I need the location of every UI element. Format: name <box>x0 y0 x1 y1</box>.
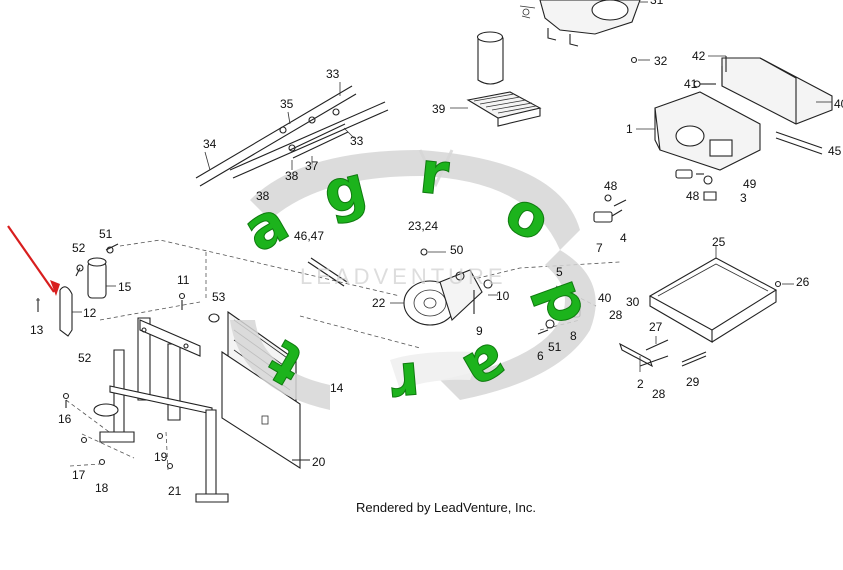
callout-3: 3 <box>740 191 747 205</box>
callout-17: 17 <box>72 468 86 482</box>
svg-text:p: p <box>527 270 605 332</box>
valve-7 <box>593 194 627 223</box>
callout-40: 40 <box>834 97 843 111</box>
callout-34: 34 <box>203 137 217 151</box>
callout-45: 45 <box>828 144 842 158</box>
callout-49: 49 <box>743 177 757 191</box>
callout-2: 2 <box>637 377 644 391</box>
callout-38-left: 38 <box>256 189 270 203</box>
tray-25 <box>648 246 778 343</box>
screw-32 <box>630 56 650 64</box>
bolt-26 <box>774 280 794 288</box>
callout-41: 41 <box>684 77 698 91</box>
hose-45 <box>775 131 823 155</box>
screw-42 <box>708 55 727 72</box>
callout-38-top: 38 <box>285 169 299 183</box>
callout-22: 22 <box>372 296 386 310</box>
callout-37: 37 <box>305 159 319 173</box>
callout-40-mid: 40 <box>598 291 612 305</box>
fittings-48-49 <box>675 169 717 201</box>
callout-28-mid: 28 <box>609 308 623 322</box>
callout-35: 35 <box>280 97 294 111</box>
callout-5: 5 <box>556 265 563 279</box>
callout-30: 30 <box>626 295 640 309</box>
callout-16: 16 <box>58 412 72 426</box>
svg-text:r: r <box>417 138 453 209</box>
callout-10: 10 <box>496 289 510 303</box>
svg-text:g: g <box>316 152 373 228</box>
callout-33-mid: 33 <box>350 134 364 148</box>
callout-48-right: 48 <box>686 189 700 203</box>
cover-panel-40 <box>721 57 833 125</box>
callout-19: 19 <box>154 450 168 464</box>
callout-15: 15 <box>118 280 132 294</box>
blower-housing-31 <box>519 0 648 47</box>
hose-assembly-12 <box>59 286 82 337</box>
callout-1: 1 <box>626 122 633 136</box>
callout-14: 14 <box>330 381 344 395</box>
callout-52-bottom: 52 <box>78 351 92 365</box>
callout-11: 11 <box>177 273 190 287</box>
callout-6: 6 <box>537 349 544 363</box>
callout-4: 4 <box>620 231 627 245</box>
callout-39: 39 <box>432 102 446 116</box>
receiver-drier-15 <box>75 243 119 299</box>
callout-32: 32 <box>654 54 668 68</box>
callout-7: 7 <box>596 241 603 255</box>
callout-28-bottom: 28 <box>652 387 666 401</box>
callout-23-24: 23,24 <box>408 219 438 233</box>
bolt-41 <box>693 80 716 88</box>
callout-29: 29 <box>686 375 700 389</box>
ac-lines-33 <box>195 82 389 187</box>
callout-33-top: 33 <box>326 67 340 81</box>
callout-48-top: 48 <box>604 179 618 193</box>
small-fasteners <box>62 292 186 470</box>
svg-text:r: r <box>388 348 423 418</box>
callout-25: 25 <box>712 235 726 249</box>
fittings-27-29 <box>619 336 707 372</box>
evaporator-housing-1 <box>636 91 761 171</box>
callout-21: 21 <box>168 484 182 498</box>
callout-labels: 31 32 42 41 40 1 45 39 33 35 33 34 37 38… <box>30 0 843 498</box>
callout-53: 53 <box>212 290 226 304</box>
indicator-arrow <box>7 225 60 296</box>
compressor-22 <box>390 269 498 326</box>
render-credit: Rendered by LeadVenture, Inc. <box>356 500 536 515</box>
callout-13: 13 <box>30 323 44 337</box>
callout-42: 42 <box>692 49 706 63</box>
bolt-46-47 <box>307 257 348 287</box>
callout-27: 27 <box>649 320 663 334</box>
filter-element-39 <box>450 31 542 127</box>
bolt-50 <box>420 248 446 256</box>
callout-46-47: 46,47 <box>294 229 324 243</box>
callout-26: 26 <box>796 275 810 289</box>
callout-50: 50 <box>450 243 464 257</box>
leadventure-watermark: LEADVENTURE <box>300 149 507 289</box>
callout-9: 9 <box>476 324 483 338</box>
callout-51-left: 51 <box>99 227 113 241</box>
svg-text:LEADVENTURE: LEADVENTURE <box>300 264 507 289</box>
callout-20: 20 <box>312 455 326 469</box>
callout-31: 31 <box>650 0 664 7</box>
mounting-stand-52 <box>93 317 229 503</box>
callout-51-mid: 51 <box>548 340 562 354</box>
callout-8: 8 <box>570 329 577 343</box>
callout-12: 12 <box>83 306 97 320</box>
callout-18: 18 <box>95 481 109 495</box>
screw-13 <box>36 298 40 312</box>
callout-52-top: 52 <box>72 241 86 255</box>
